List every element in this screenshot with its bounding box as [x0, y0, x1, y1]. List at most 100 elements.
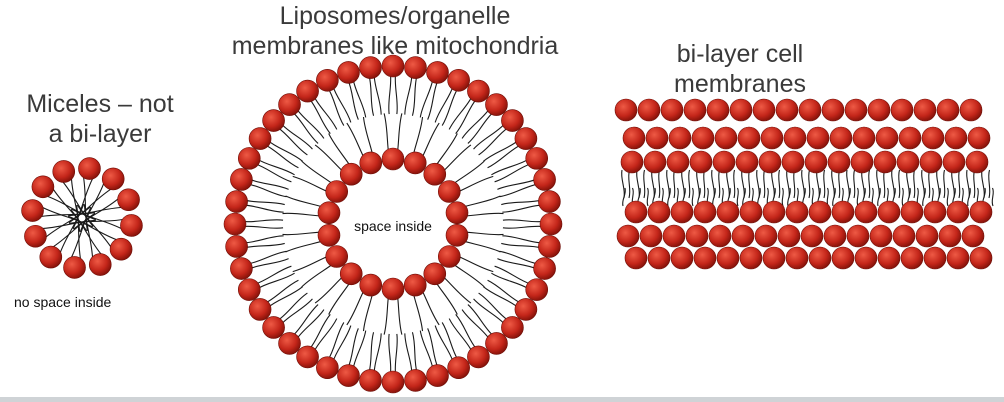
lipid-head	[735, 150, 759, 174]
micelle-diagram	[21, 157, 143, 279]
lipid-head	[643, 150, 667, 174]
lipid-tail	[991, 187, 994, 207]
lipid-tail	[936, 169, 940, 199]
lipid-tail	[499, 250, 540, 265]
lipid-tail	[787, 187, 791, 207]
lipid-head	[670, 200, 694, 224]
lipid-tail	[497, 258, 538, 270]
lipid-head	[775, 98, 799, 122]
lipid-tail	[711, 169, 715, 199]
lipid-head	[639, 224, 663, 248]
lipid-head	[538, 190, 561, 213]
lipid-head	[808, 246, 832, 270]
lipid-head	[737, 126, 761, 150]
lipid-head	[739, 200, 763, 224]
lipid-tail	[45, 195, 97, 221]
lipid-tail	[826, 187, 829, 207]
lipid-head	[101, 167, 125, 191]
lipid-head	[437, 245, 461, 268]
lipid-tail	[455, 97, 478, 134]
lipid-head	[278, 93, 301, 116]
lipid-tail	[856, 187, 859, 207]
lipid-head	[936, 98, 960, 122]
lipid-tail	[666, 169, 670, 199]
lipid-head	[869, 224, 893, 248]
lipid-head	[821, 98, 845, 122]
lipid-head	[946, 200, 970, 224]
lipid-tail	[411, 332, 418, 374]
lipid-head	[31, 175, 55, 199]
lipid-tail	[347, 328, 359, 369]
lipid-tail	[76, 204, 113, 249]
lipid-tail	[497, 178, 538, 190]
lipid-tail	[763, 169, 766, 199]
lipid-tail	[368, 332, 375, 374]
lipid-tail	[241, 219, 284, 223]
lipid-head	[969, 246, 993, 270]
lipid-tail	[70, 207, 92, 260]
lipid-tail	[621, 169, 625, 199]
lipid-head	[961, 224, 985, 248]
lipid-head	[714, 126, 738, 150]
lipid-tail	[388, 72, 392, 115]
lipid-tail	[248, 178, 289, 190]
lipid-tail	[502, 204, 544, 213]
lipid-tail	[72, 176, 94, 229]
lipid-tail	[243, 242, 285, 249]
lipid-head	[850, 150, 874, 174]
lipid-head	[712, 150, 736, 174]
lipid-head	[225, 235, 248, 258]
lipid-tail	[748, 169, 751, 199]
lipid-tail	[832, 187, 836, 207]
lipid-head	[78, 157, 101, 180]
lipid-tail	[883, 169, 886, 199]
lipid-head	[762, 200, 786, 224]
lipid-head	[731, 224, 755, 248]
lipid-head	[403, 151, 427, 175]
lipid-tail	[943, 169, 946, 199]
lipid-head	[423, 162, 447, 186]
lipid-tail	[681, 169, 685, 199]
lipid-tail	[71, 208, 124, 230]
lipid-tail	[427, 328, 439, 369]
lipid-head	[915, 224, 939, 248]
bilayer-membrane-diagram	[614, 98, 994, 270]
lipid-head	[381, 370, 405, 394]
lipid-head	[670, 246, 694, 270]
lipid-tail	[83, 204, 94, 259]
lipid-tail	[419, 77, 434, 118]
lipid-tail	[502, 219, 545, 223]
lipid-head	[616, 224, 640, 248]
lipid-head	[823, 224, 847, 248]
lipid-tail	[308, 314, 331, 351]
lipid-head	[666, 150, 690, 174]
lipid-head	[938, 224, 962, 248]
lipid-tail	[928, 169, 931, 199]
bottom-divider	[0, 397, 1004, 402]
lipid-head	[237, 278, 261, 301]
lipid-head	[614, 98, 638, 122]
lipid-head	[230, 168, 253, 191]
lipid-tail	[394, 72, 398, 115]
lipid-tail	[771, 169, 775, 199]
lipid-head	[525, 147, 549, 170]
liposome-title-line-1: Liposomes/organelle	[279, 2, 511, 30]
lipid-head	[437, 180, 461, 203]
lipid-tail	[726, 169, 730, 199]
lipid-head	[800, 224, 824, 248]
lipid-tail	[373, 333, 382, 375]
lipid-tail	[921, 169, 925, 199]
lipid-head	[919, 150, 943, 174]
lipid-head	[798, 98, 822, 122]
lipid-tail	[242, 235, 284, 244]
lipid-tail	[703, 169, 706, 199]
lipid-tail	[61, 180, 94, 227]
lipid-head	[339, 262, 363, 286]
lipid-head	[63, 256, 86, 279]
lipid-head	[708, 224, 732, 248]
lipid-tail	[67, 215, 119, 241]
lipid-head	[404, 56, 427, 79]
lipid-head	[967, 126, 991, 150]
bilayer-title-line-2: membranes	[674, 69, 806, 98]
